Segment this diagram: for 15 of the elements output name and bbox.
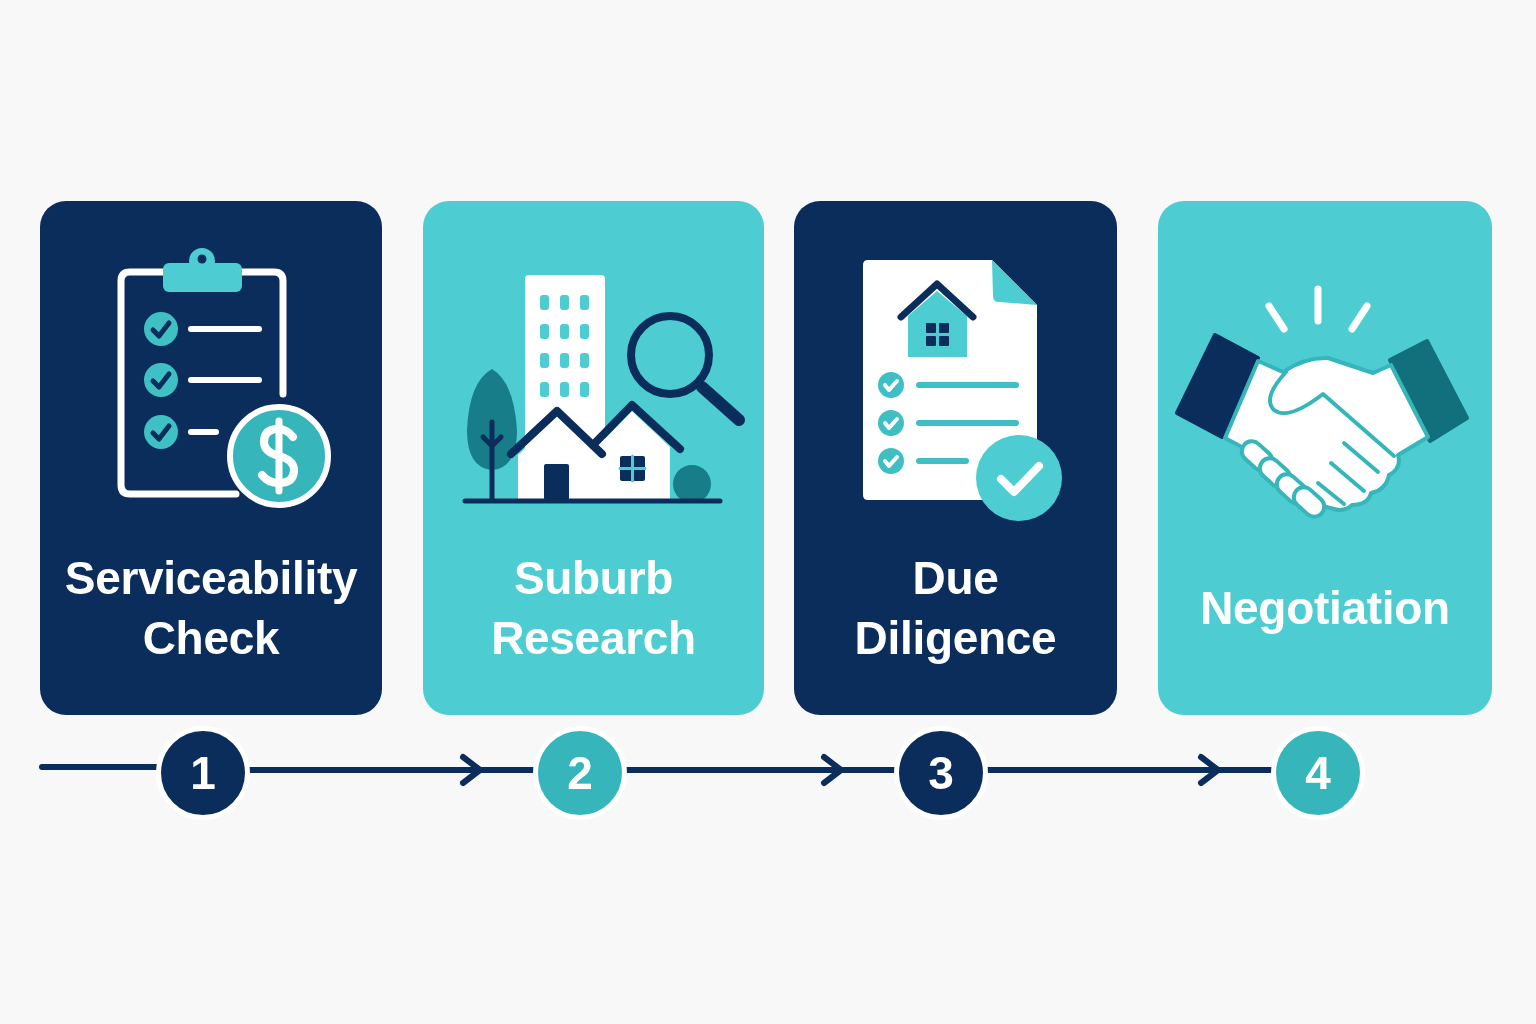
step-title: Due Diligence bbox=[854, 551, 1057, 666]
arrow bbox=[985, 754, 1274, 786]
step-title: Suburb Research bbox=[491, 551, 696, 666]
step-number: 4 bbox=[1305, 750, 1331, 796]
step-number: 2 bbox=[567, 750, 593, 796]
step-title: Negotiation bbox=[1200, 581, 1450, 636]
step-number: 3 bbox=[928, 750, 954, 796]
step-title: Serviceability Check bbox=[64, 551, 358, 666]
step-card bbox=[794, 201, 1117, 715]
step-card bbox=[40, 201, 382, 715]
connector-line bbox=[39, 764, 159, 770]
step-card bbox=[423, 201, 764, 715]
arrow bbox=[247, 754, 536, 786]
arrow bbox=[624, 754, 897, 786]
step-number: 1 bbox=[190, 750, 216, 796]
